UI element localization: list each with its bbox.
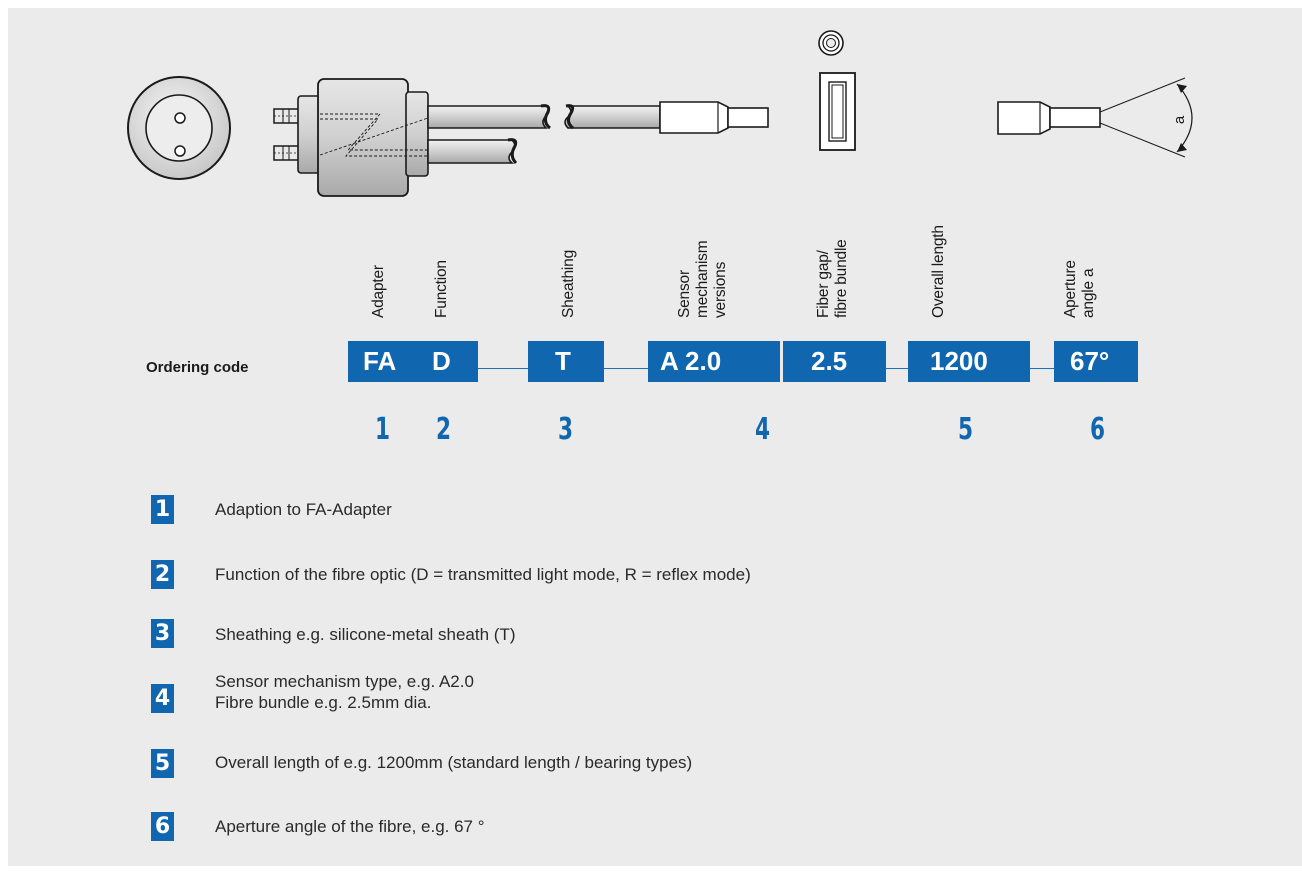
- column-label-fiber-gap: Fiber gap/ fibre bundle: [815, 239, 850, 318]
- code-segment-adapter-function: FA D: [348, 341, 478, 382]
- position-number-6: 6: [1090, 412, 1106, 447]
- position-number-4: 4: [755, 412, 771, 447]
- code-segment-aperture: 67°: [1054, 341, 1138, 382]
- code-segment-length: 1200: [908, 341, 1030, 382]
- legend-text: Sensor mechanism type, e.g. A2.0: [215, 672, 474, 691]
- legend-text: Fibre bundle e.g. 2.5mm dia.: [215, 693, 432, 712]
- fibre-optic-drawing: a: [127, 30, 1193, 197]
- code-segment-1200: 1200: [930, 346, 988, 376]
- code-segment-fiber: 2.5: [783, 341, 886, 382]
- column-label-function: Function: [433, 260, 450, 318]
- legend-text: Adaption to FA-Adapter: [215, 500, 392, 519]
- angle-symbol: a: [1171, 115, 1188, 124]
- position-number-2: 2: [436, 412, 452, 447]
- legend-text: Overall length of e.g. 1200mm (standard …: [215, 753, 693, 772]
- legend-number-badge: 3: [151, 619, 174, 648]
- fibre-bundle-end-view: [818, 30, 856, 151]
- code-segment-67: 67°: [1070, 346, 1110, 376]
- legend-number-badge: 2: [151, 560, 174, 589]
- code-segment-sensor: A 2.0: [648, 341, 780, 382]
- position-number-3: 3: [558, 412, 574, 447]
- connector-side-view: [273, 78, 769, 197]
- connector-line: [886, 368, 908, 369]
- legend-number-badge: 4: [151, 684, 174, 713]
- legend-number-badge: 5: [151, 749, 174, 778]
- code-segment-sheathing: T: [528, 341, 604, 382]
- connector-line: [604, 368, 648, 369]
- code-segment-t: T: [555, 346, 571, 376]
- column-label-overall-length: Overall length: [930, 225, 947, 318]
- connector-front-view: [127, 76, 231, 180]
- code-segment-25: 2.5: [811, 346, 848, 376]
- column-label-sheathing: Sheathing: [560, 249, 577, 318]
- legend-number-badge: 6: [151, 812, 174, 841]
- code-segment-fa: FA: [363, 346, 397, 376]
- code-segment-a20: A 2.0: [660, 346, 722, 376]
- position-number-5: 5: [958, 412, 974, 447]
- position-number-1: 1: [375, 412, 391, 447]
- legend-text: Function of the fibre optic (D = transmi…: [215, 565, 751, 584]
- column-label-adapter: Adapter: [370, 265, 387, 318]
- connector-line: [478, 368, 528, 369]
- column-label-sensor-mechanism-versions: Sensor mechanism versions: [676, 240, 729, 318]
- column-label-aperture-angle: Aperture angle a: [1062, 260, 1097, 318]
- connector-line: [1030, 368, 1054, 369]
- code-segment-d: D: [432, 346, 451, 376]
- legend-text: Aperture angle of the fibre, e.g. 67 °: [215, 817, 485, 836]
- legend-text: Sheathing e.g. silicone-metal sheath (T): [215, 625, 516, 644]
- legend-number-badge: 1: [151, 495, 174, 524]
- ordering-code-label: Ordering code: [146, 359, 249, 376]
- aperture-angle-view: a: [997, 77, 1193, 158]
